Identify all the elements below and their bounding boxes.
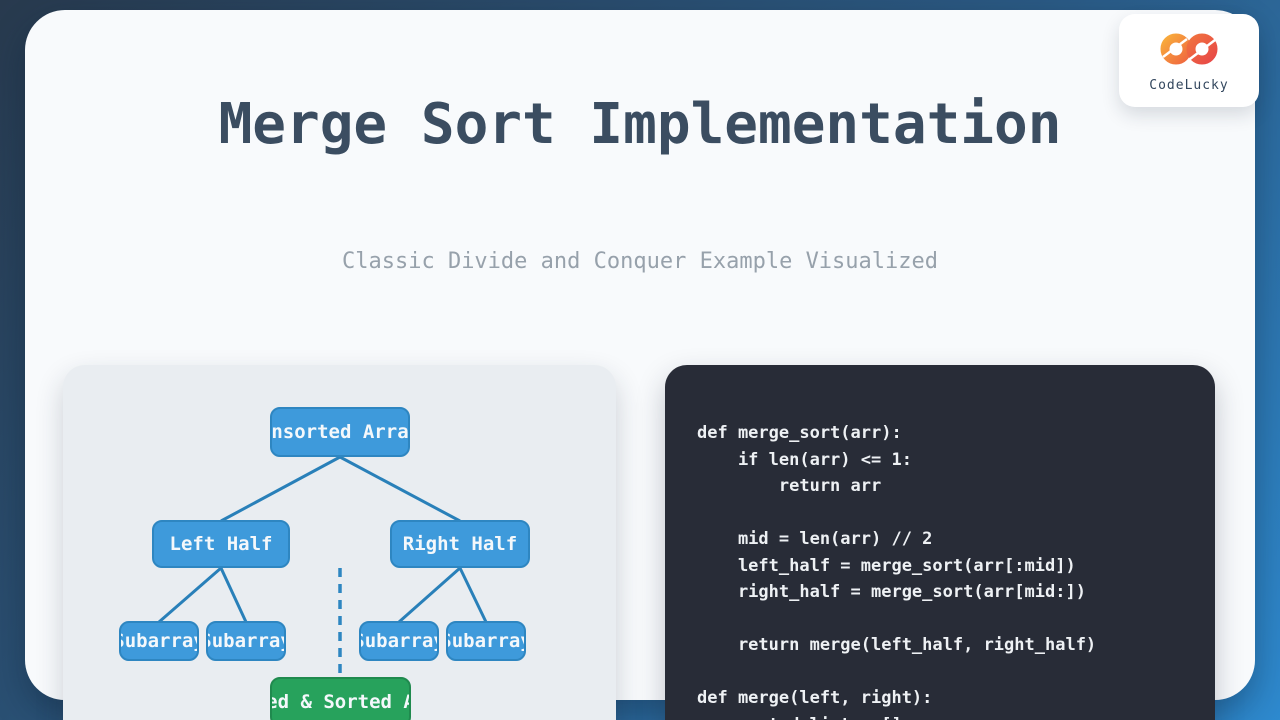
code-line: left_half = merge_sort(arr[:mid]) — [697, 555, 1076, 576]
code-line: def merge_sort(arr): — [697, 423, 902, 443]
code-line — [697, 500, 1185, 527]
node-subarray-1: Subarray — [119, 621, 199, 661]
logo-badge: CodeLucky — [1119, 14, 1259, 107]
node-subarray-3: Subarray — [359, 621, 439, 661]
code-line: return arr — [697, 476, 882, 496]
node-label: Unsorted Array — [271, 421, 409, 443]
infinity-logo-icon — [1156, 28, 1222, 74]
code-line — [697, 606, 1185, 633]
node-subarray-4: Subarray — [446, 621, 526, 661]
node-label: Subarray — [208, 630, 284, 652]
code-line: mid = len(arr) // 2 — [697, 529, 933, 549]
node-left-half: Left Half — [152, 520, 290, 568]
node-label: Merged & Sorted Array — [272, 691, 409, 713]
page-title: Merge Sort Implementation — [218, 92, 1062, 157]
code-line: def merge(left, right): — [697, 688, 933, 708]
node-unsorted-array: Unsorted Array — [270, 407, 410, 457]
code-line: if len(arr) <= 1: — [697, 449, 912, 470]
node-label: Right Half — [402, 533, 518, 555]
node-right-half: Right Half — [390, 520, 530, 568]
code-line — [697, 659, 1185, 686]
node-label: Subarray — [121, 630, 197, 652]
code-block: def merge_sort(arr): if len(arr) <= 1: r… — [697, 420, 1185, 720]
logo-brand-text: CodeLucky — [1149, 78, 1229, 93]
code-line: sorted_list = [] — [697, 712, 1185, 720]
node-subarray-2: Subarray — [206, 621, 286, 661]
page-subtitle: Classic Divide and Conquer Example Visua… — [341, 249, 939, 274]
node-merged-sorted-array: Merged & Sorted Array — [270, 677, 411, 720]
node-label: Left Half — [169, 533, 273, 555]
code-line: right_half = merge_sort(arr[mid:]) — [697, 582, 1086, 602]
merge-sort-diagram-panel: Unsorted Array Left Half Right Half Suba… — [63, 365, 616, 720]
node-label: Subarray — [361, 630, 437, 652]
node-label: Subarray — [448, 630, 524, 652]
code-panel: def merge_sort(arr): if len(arr) <= 1: r… — [665, 365, 1215, 720]
code-line: return merge(left_half, right_half) — [697, 635, 1097, 655]
diagram-connector-lines — [158, 455, 488, 677]
